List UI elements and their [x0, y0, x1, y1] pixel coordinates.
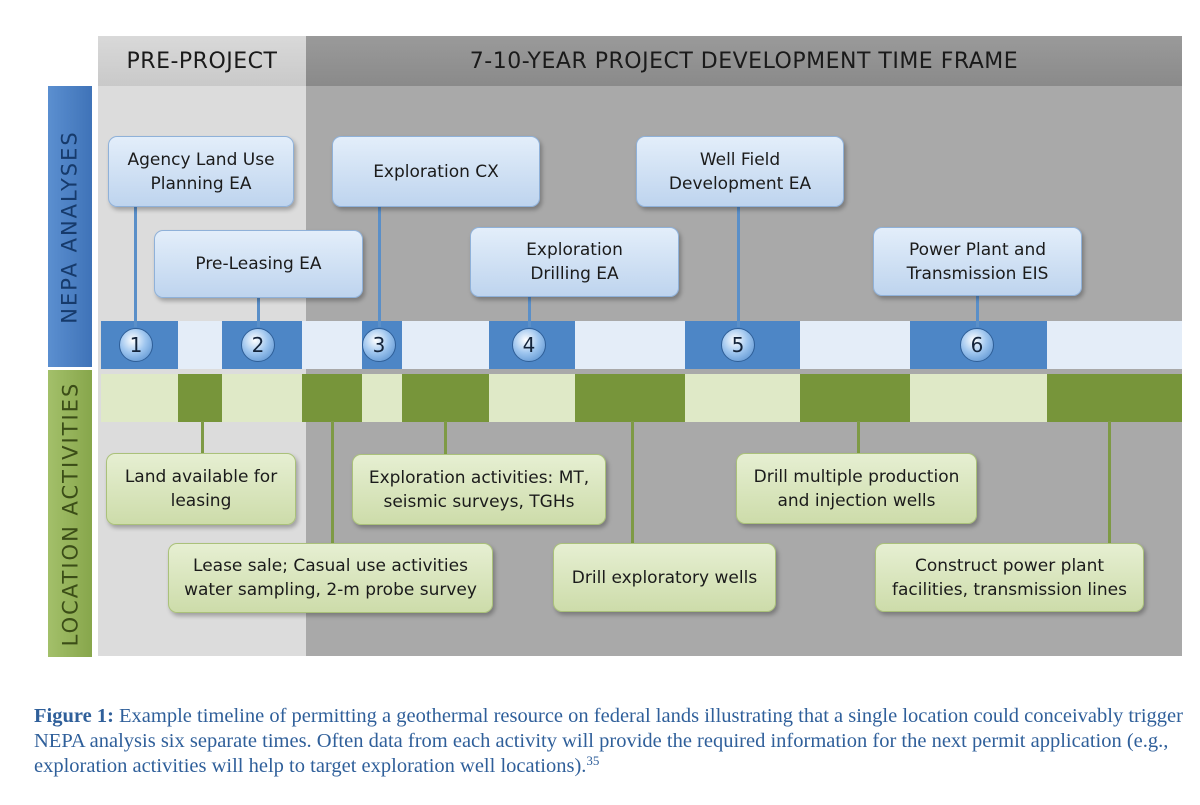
connector-line: [378, 206, 381, 327]
step-5-badge: 5: [721, 328, 755, 362]
band-segment: [800, 374, 910, 422]
pre-leasing-ea-box: Pre-Leasing EA: [154, 230, 363, 298]
drill-multiple-wells-box: Drill multiple production and injection …: [736, 453, 977, 524]
connector-line: [631, 421, 634, 545]
well-field-development-ea-box: Well Field Development EA: [636, 136, 844, 207]
band-segment: [575, 374, 685, 422]
connector-line: [976, 295, 979, 327]
connector-line: [528, 296, 531, 327]
agency-land-use-planning-ea-box: Agency Land Use Planning EA: [108, 136, 294, 207]
band-segment: [575, 321, 685, 369]
connector-line: [737, 206, 740, 327]
band-segment: [362, 374, 402, 422]
pre-project-header: PRE-PROJECT: [98, 36, 306, 86]
step-2-badge: 2: [241, 328, 275, 362]
band-segment: [302, 321, 362, 369]
location-activities-side-label: LOCATION ACTIVITIES: [48, 370, 92, 657]
exploration-cx-box: Exploration CX: [332, 136, 540, 207]
band-segment: [402, 374, 489, 422]
band-segment: [685, 374, 800, 422]
caption-footnote: 35: [586, 753, 600, 768]
band-segment: [222, 374, 302, 422]
connector-line: [134, 205, 137, 327]
location-timeline-band: [101, 374, 1182, 422]
band-segment: [1047, 321, 1182, 369]
development-timeframe-header-label: 7-10-YEAR PROJECT DEVELOPMENT TIME FRAME: [469, 48, 1019, 74]
caption-label: Figure 1:: [34, 705, 114, 727]
location-activities-label-text: LOCATION ACTIVITIES: [58, 381, 82, 646]
band-segment: [402, 321, 489, 369]
band-segment: [910, 374, 1047, 422]
land-available-box: Land available for leasing: [106, 453, 296, 525]
connector-line: [857, 421, 860, 455]
pre-project-header-label: PRE-PROJECT: [126, 48, 278, 74]
band-segment: [178, 374, 222, 422]
exploration-drilling-ea-box: Exploration Drilling EA: [470, 227, 679, 297]
connector-line: [1108, 421, 1111, 545]
step-4-badge: 4: [512, 328, 546, 362]
band-segment: [800, 321, 910, 369]
connector-line: [331, 421, 334, 545]
figure-caption: Figure 1: Example timeline of permitting…: [34, 704, 1184, 779]
power-plant-transmission-eis-box: Power Plant and Transmission EIS: [873, 227, 1082, 296]
step-3-badge: 3: [362, 328, 396, 362]
connector-line: [201, 421, 204, 455]
drill-exploratory-wells-box: Drill exploratory wells: [553, 543, 776, 612]
step-1-badge: 1: [119, 328, 153, 362]
nepa-analyses-label-text: NEPA ANALYSES: [58, 129, 83, 324]
band-segment: [178, 321, 222, 369]
band-segment: [489, 374, 575, 422]
connector-line: [444, 421, 447, 456]
caption-text: Example timeline of permitting a geother…: [34, 705, 1183, 777]
band-segment: [1047, 374, 1182, 422]
development-timeframe-header: 7-10-YEAR PROJECT DEVELOPMENT TIME FRAME: [306, 36, 1182, 86]
construct-power-plant-box: Construct power plant facilities, transm…: [875, 543, 1144, 612]
band-segment: [302, 374, 362, 422]
band-segment: [101, 374, 178, 422]
exploration-activities-box: Exploration activities: MT, seismic surv…: [352, 454, 606, 525]
step-6-badge: 6: [960, 328, 994, 362]
lease-sale-box: Lease sale; Casual use activities water …: [168, 543, 493, 613]
connector-line: [257, 298, 260, 327]
nepa-analyses-side-label: NEPA ANALYSES: [48, 86, 92, 367]
